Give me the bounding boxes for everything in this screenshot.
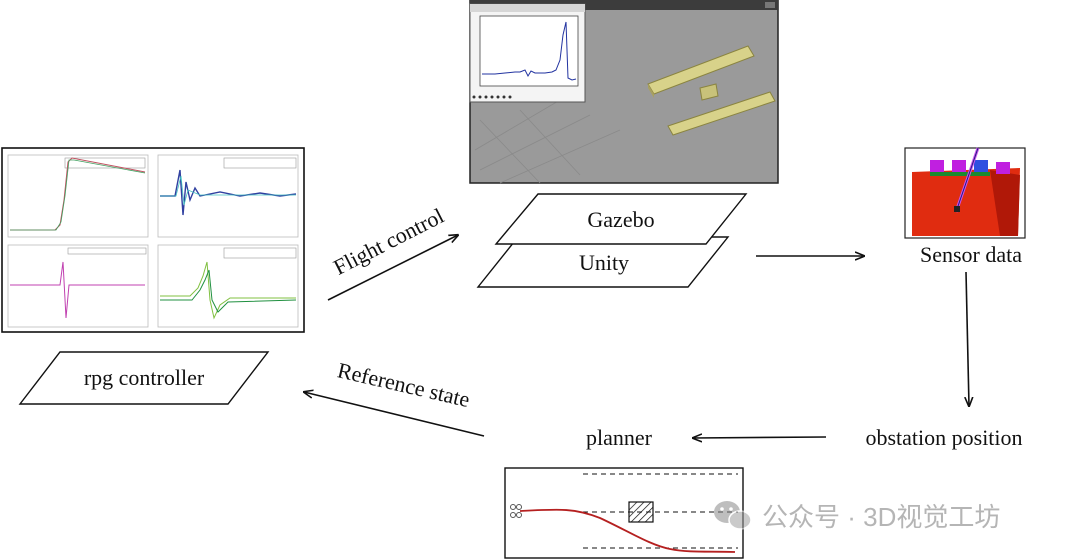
weixin-logo-icon [714, 501, 752, 530]
flight-control-label: Flight control [329, 203, 448, 280]
planner-label: planner [586, 425, 653, 450]
obstation-position-label: obstation position [865, 425, 1022, 450]
watermark-text: 公众号 · 3D视觉工坊 [762, 502, 1000, 532]
reference-state-arrow [304, 392, 485, 437]
drone-start-icon [510, 504, 522, 518]
sim-obstacle-bars [647, 45, 776, 136]
rpg-controller-label: rpg controller [84, 365, 205, 390]
sim-floor-grid [474, 99, 621, 184]
obstation-to-planner-arrow [693, 437, 827, 438]
sensor-image [904, 147, 1026, 239]
gazebo-label: Gazebo [587, 207, 654, 232]
arrows [304, 235, 969, 438]
unity-label: Unity [579, 250, 629, 275]
flight-control-arrow [327, 235, 458, 301]
watermark: 公众号 · 3D视觉工坊 [714, 501, 1000, 532]
sensor-data-label: Sensor data [920, 242, 1022, 267]
simulator-screenshot [469, 0, 779, 184]
gazebo-box: Gazebo [494, 193, 748, 245]
controller-plots [1, 147, 305, 333]
rpg-controller-box: rpg controller [18, 351, 270, 405]
sensor-to-obstation-arrow [966, 271, 969, 406]
planner-image [504, 467, 744, 559]
sim-plot-window [469, 3, 586, 103]
sim-toolbar-icons [472, 95, 512, 99]
